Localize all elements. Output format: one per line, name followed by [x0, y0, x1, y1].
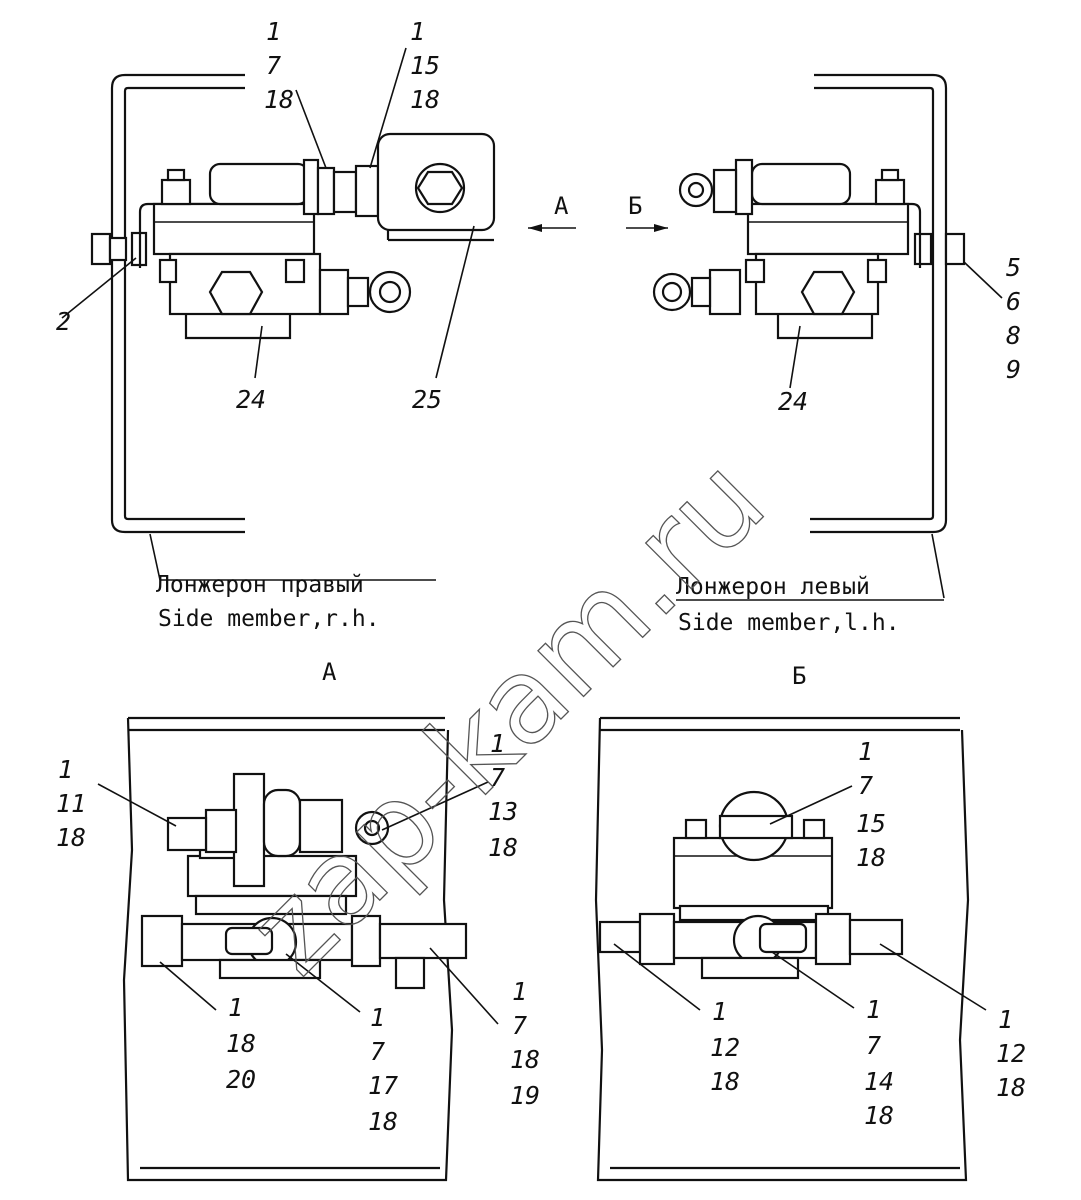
a-lt-1: 11 [56, 789, 86, 818]
a-lt-2: 18 [56, 823, 86, 852]
a-bm-0: 1 [370, 1003, 385, 1032]
a-bl-2: 20 [226, 1065, 256, 1094]
b-bl-1: 12 [710, 1033, 740, 1062]
a-rt-0: 1 [490, 729, 505, 758]
view-b-title: Б [792, 662, 806, 690]
a-br-3: 19 [510, 1081, 540, 1110]
a-br-0: 1 [512, 977, 527, 1006]
caption-lh-ru: Лонжерон левый [676, 574, 870, 600]
b-bm-2: 14 [864, 1067, 894, 1096]
view-b-drawing [594, 716, 987, 1182]
b-t-2: 15 [856, 809, 886, 838]
callout-5: 5 [1006, 253, 1021, 282]
b-t-1: 7 [858, 771, 873, 800]
a-bm-2: 17 [368, 1071, 398, 1100]
a-bl-1: 18 [226, 1029, 256, 1058]
b-bm-0: 1 [866, 995, 881, 1024]
b-br-0: 1 [998, 1005, 1013, 1034]
right-side-member-assembly [61, 47, 496, 581]
a-lt-0: 1 [58, 755, 73, 784]
a-rt-1: 7 [490, 763, 505, 792]
callout-6: 6 [1006, 287, 1021, 316]
view-a-title: А [322, 658, 337, 686]
caption-rh-ru: Лонжерон правый [156, 572, 364, 598]
b-bm-1: 7 [866, 1031, 881, 1060]
callout-1-7-18-a: 1 [266, 17, 281, 46]
side-member-rh-profile [110, 73, 245, 534]
b-br-1: 12 [996, 1039, 1026, 1068]
a-bm-1: 7 [370, 1037, 385, 1066]
b-bm-3: 18 [864, 1101, 894, 1130]
callout-2: 2 [56, 307, 71, 336]
b-t-0: 1 [858, 737, 873, 766]
side-member-lh-profile [810, 73, 948, 534]
b-bl-2: 18 [710, 1067, 740, 1096]
callout-1-15-18-a: 1 [410, 17, 425, 46]
a-br-2: 18 [510, 1045, 540, 1074]
arrow-a-label: А [554, 192, 569, 220]
callout-9: 9 [1006, 355, 1021, 384]
callout-1-15-18-c: 18 [410, 85, 440, 114]
callout-24-rh: 24 [236, 385, 266, 414]
bolt-head [90, 232, 112, 266]
b-br-2: 18 [996, 1073, 1026, 1102]
callout-25: 25 [412, 385, 442, 414]
b-bl-0: 1 [712, 997, 727, 1026]
left-side-member-assembly [652, 73, 1003, 601]
view-a-drawing [97, 716, 499, 1182]
a-br-1: 7 [512, 1011, 527, 1040]
callout-1-7-18-c: 18 [264, 85, 294, 114]
a-rt-3: 18 [488, 833, 518, 862]
callout-1-7-18-b: 7 [266, 51, 281, 80]
a-bm-3: 18 [368, 1107, 398, 1136]
b-t-3: 18 [856, 843, 886, 872]
a-rt-2: 13 [488, 797, 518, 826]
arrow-b-label: Б [628, 192, 642, 220]
caption-rh-en: Side member,r.h. [158, 606, 380, 632]
view-arrows [528, 224, 668, 232]
callout-8: 8 [1006, 321, 1021, 350]
caption-lh-en: Side member,l.h. [678, 610, 900, 636]
callout-1-15-18-b: 15 [410, 51, 440, 80]
a-bl-0: 1 [228, 993, 243, 1022]
callout-24-lh: 24 [778, 387, 808, 416]
